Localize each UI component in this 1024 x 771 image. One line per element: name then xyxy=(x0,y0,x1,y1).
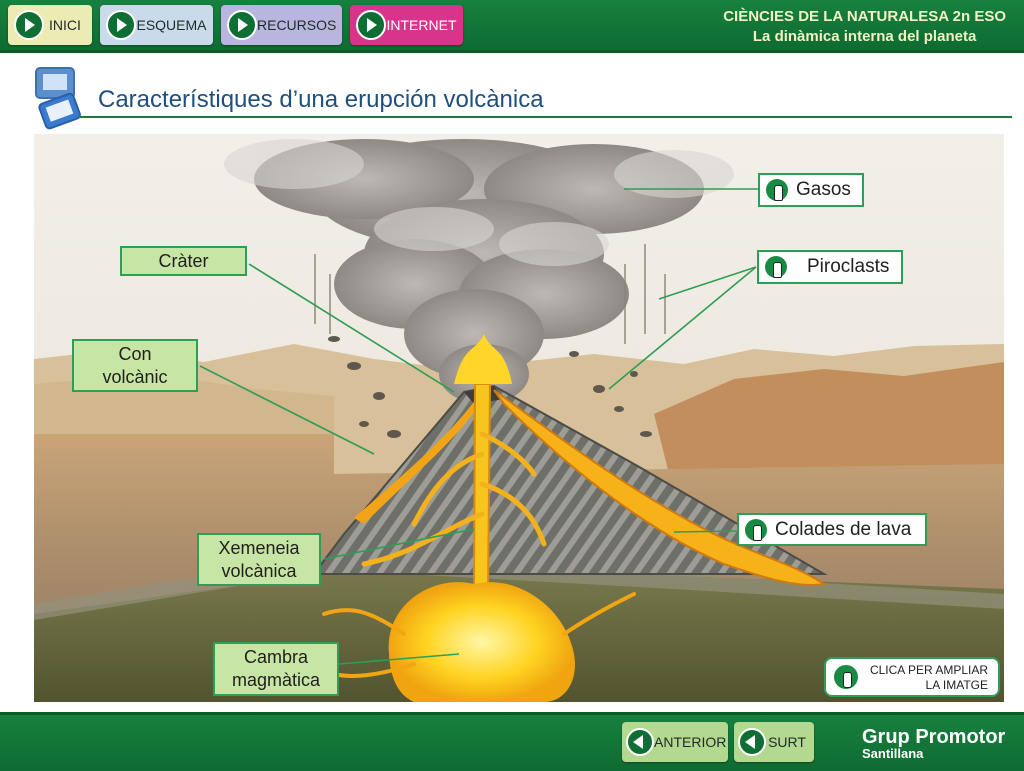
publisher-logo: Grup Promotor Santillana xyxy=(862,727,1005,761)
label-crater-text: Cràter xyxy=(158,250,209,271)
nav-esquema-label: ESQUEMA xyxy=(136,17,207,33)
label-con-volcanic: Con volcànic xyxy=(72,339,198,392)
pointer-hand-icon xyxy=(834,665,858,689)
course-unit: La dinàmica interna del planeta xyxy=(752,28,977,45)
label-cambra: Cambra magmàtica xyxy=(213,642,339,696)
play-icon xyxy=(227,10,257,40)
link-colades-label: Colades de lava xyxy=(775,518,912,540)
pointer-hand-icon xyxy=(766,179,788,201)
label-cambra-line1: Cambra xyxy=(243,647,309,667)
link-piroclasts-label: Piroclasts xyxy=(807,256,890,277)
nav-recursos-label: RECURSOS xyxy=(257,17,337,33)
zoom-label-line2: LA IMATGE xyxy=(925,678,988,692)
label-xemeneia-line2: volcànica xyxy=(221,560,297,581)
pointer-hand-icon xyxy=(745,518,767,541)
nav-internet-button[interactable]: INTERNET xyxy=(350,5,463,45)
back-arrow-icon xyxy=(738,728,766,756)
nav-recursos-button[interactable]: RECURSOS xyxy=(221,5,342,45)
link-gasos[interactable]: Gasos xyxy=(758,173,864,207)
anterior-button[interactable]: ANTERIOR xyxy=(622,722,728,762)
zoom-image-button[interactable]: CLICA PER AMPLIAR LA IMATGE xyxy=(824,657,1000,697)
surt-button[interactable]: SURT xyxy=(734,722,814,762)
zoom-label-line1: CLICA PER AMPLIAR xyxy=(869,663,988,677)
pointer-hand-icon xyxy=(765,256,787,278)
title-underline xyxy=(80,116,1012,118)
monitor-icon xyxy=(35,67,81,130)
link-gasos-label: Gasos xyxy=(796,179,851,200)
zoom-label: CLICA PER AMPLIAR LA IMATGE xyxy=(870,663,988,693)
publisher-name: Grup Promotor xyxy=(862,726,1006,748)
page-title: Característiques d’una erupción volcànic… xyxy=(98,86,544,113)
play-icon xyxy=(14,10,44,40)
label-xemeneia: Xemeneia volcànica xyxy=(197,533,321,586)
link-piroclasts[interactable]: Piroclasts xyxy=(757,250,903,284)
nav-inici-label: INICI xyxy=(49,17,81,33)
link-colades-lava[interactable]: Colades de lava xyxy=(737,513,927,546)
label-xemeneia-line1: Xemeneia xyxy=(218,537,300,558)
course-subject: CIÈNCIES DE LA NATURALESA 2n ESO xyxy=(723,8,1006,25)
surt-label: SURT xyxy=(768,734,806,750)
label-crater: Cràter xyxy=(120,246,247,276)
bottom-bar xyxy=(0,712,1024,771)
nav-esquema-button[interactable]: ESQUEMA xyxy=(100,5,213,45)
nav-internet-label: INTERNET xyxy=(386,17,457,33)
play-icon xyxy=(106,10,136,40)
publisher-subname: Santillana xyxy=(862,746,924,761)
volcano-illustration[interactable] xyxy=(34,134,1004,702)
anterior-label: ANTERIOR xyxy=(654,734,727,750)
course-title: CIÈNCIES DE LA NATURALESA 2n ESO La dinà… xyxy=(723,7,1006,47)
label-cambra-line2: magmàtica xyxy=(231,670,321,690)
back-arrow-icon xyxy=(626,728,654,756)
nav-inici-button[interactable]: INICI xyxy=(8,5,92,45)
label-con-line2: volcànic xyxy=(102,366,168,387)
play-icon xyxy=(356,10,386,40)
label-con-line1: Con xyxy=(118,343,152,364)
